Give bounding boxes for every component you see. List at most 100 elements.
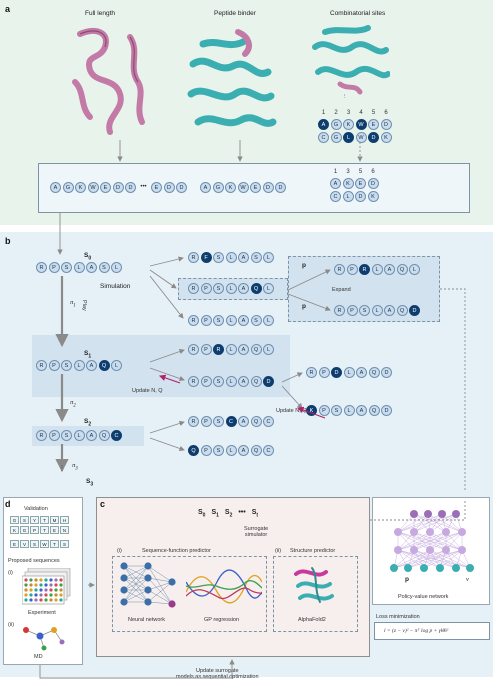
proposed-residue: T bbox=[40, 516, 49, 524]
residue: A bbox=[50, 182, 61, 193]
residue: R bbox=[188, 283, 199, 294]
proposed-residue: W bbox=[40, 540, 49, 548]
residue: R bbox=[334, 264, 345, 275]
residue: R bbox=[188, 344, 199, 355]
site-vertical-dots: ⋮ bbox=[342, 94, 348, 100]
residue: K bbox=[306, 405, 317, 416]
residue: A bbox=[238, 252, 249, 263]
pv-node bbox=[438, 510, 446, 518]
state-s1: S1 bbox=[84, 350, 92, 360]
plate-well bbox=[24, 583, 28, 587]
proposed-residue: G bbox=[10, 516, 19, 524]
update-arrow-1 bbox=[158, 374, 181, 384]
plate-well bbox=[34, 593, 38, 597]
plate-well bbox=[49, 578, 53, 582]
plate-well bbox=[39, 588, 43, 592]
residue: P bbox=[200, 315, 212, 326]
combinatorial-sites-protein-image bbox=[312, 25, 390, 95]
plate-well bbox=[34, 588, 38, 592]
pv-node bbox=[410, 510, 418, 518]
validation-label: Validation bbox=[24, 506, 48, 512]
loss-formula: l = (z − v)² − πᵀ log p + γ‖θ‖² bbox=[384, 628, 449, 634]
plate-well bbox=[39, 598, 43, 602]
residue: Q bbox=[250, 416, 262, 427]
residue: D bbox=[380, 119, 392, 130]
residue: S bbox=[213, 445, 224, 456]
residue: S bbox=[61, 262, 72, 273]
pv-node bbox=[390, 564, 398, 572]
pv-node bbox=[424, 510, 432, 518]
residue: K bbox=[367, 191, 379, 202]
residue: P bbox=[48, 262, 60, 273]
nn-node bbox=[144, 574, 152, 582]
full-length-protein-image bbox=[72, 27, 145, 135]
proposed-residue: P bbox=[30, 526, 39, 534]
state-token: ••• bbox=[238, 509, 246, 516]
residue: F bbox=[200, 252, 212, 263]
residue: R bbox=[36, 360, 47, 371]
state-token: S2 bbox=[224, 509, 233, 519]
plate-well bbox=[49, 598, 53, 602]
header-peptide-binder: Peptide binder bbox=[214, 10, 256, 17]
policy-value-network-image bbox=[390, 510, 474, 572]
pv-node bbox=[394, 528, 402, 536]
plate-well bbox=[49, 593, 53, 597]
dashed-to-policy bbox=[440, 288, 466, 490]
residue: Q bbox=[396, 264, 408, 275]
plate-well bbox=[24, 593, 28, 597]
residue: A bbox=[238, 283, 249, 294]
residue: D bbox=[381, 367, 392, 378]
pv-node bbox=[458, 528, 466, 536]
residue: D bbox=[367, 178, 379, 189]
gp-regression-label: GP regression bbox=[204, 617, 240, 623]
residue: L bbox=[343, 132, 354, 143]
residue: Q bbox=[188, 445, 199, 456]
residue: L bbox=[225, 344, 237, 355]
proposed-residue: H bbox=[60, 516, 69, 524]
proposed-residue: S bbox=[60, 540, 69, 548]
simulation-label: Simulation bbox=[100, 283, 131, 290]
proposed-residue: E bbox=[50, 526, 59, 534]
residue: L bbox=[409, 264, 420, 275]
residue: A bbox=[238, 416, 249, 427]
proposed-residue: V bbox=[20, 540, 29, 548]
site-number: 6 bbox=[384, 110, 388, 116]
roman-ii-c: (ii) bbox=[275, 548, 282, 554]
residue: L bbox=[263, 283, 274, 294]
residue: L bbox=[343, 405, 355, 416]
residue: A bbox=[384, 305, 395, 316]
pv-node bbox=[466, 564, 474, 572]
pv-node bbox=[394, 546, 402, 554]
residue: A bbox=[330, 178, 341, 189]
md-molecule-image bbox=[23, 627, 65, 651]
policy-network-label: Policy-value network bbox=[398, 594, 449, 600]
residue: S bbox=[213, 416, 224, 427]
residue: D bbox=[125, 182, 136, 193]
plate-well bbox=[54, 583, 58, 587]
plate-well bbox=[29, 578, 33, 582]
pv-node bbox=[442, 528, 450, 536]
residue: K bbox=[343, 119, 354, 130]
plate-well bbox=[54, 588, 58, 592]
residue: G bbox=[330, 119, 342, 130]
proposed-residue: G bbox=[20, 526, 29, 534]
residue: L bbox=[343, 367, 355, 378]
residue: C bbox=[263, 445, 274, 456]
proposed-sequences-label: Proposed sequences bbox=[8, 558, 60, 564]
plate-well bbox=[34, 578, 38, 582]
value-output-v: v bbox=[466, 576, 469, 583]
panel-a-label: a bbox=[5, 4, 11, 14]
site-number: 1 bbox=[333, 169, 338, 175]
pv-node bbox=[404, 564, 412, 572]
proposed-residue: K bbox=[10, 526, 19, 534]
md-label: MD bbox=[34, 654, 43, 660]
nn-node bbox=[120, 586, 128, 594]
residue: L bbox=[371, 305, 383, 316]
residue: W bbox=[355, 119, 367, 130]
